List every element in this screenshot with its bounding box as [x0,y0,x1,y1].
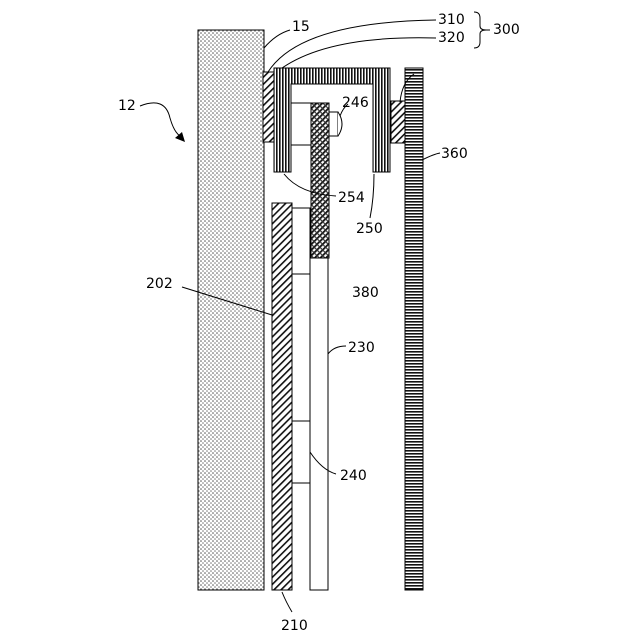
brace-300 [474,12,486,48]
leader-12 [140,103,180,136]
rod-230 [310,258,328,590]
label-320: 320 [438,30,465,46]
label-202: 202 [146,276,173,292]
arrow-12 [175,132,185,142]
inner-hanger [291,103,311,145]
label-310: 310 [438,12,465,28]
leader-250 [370,174,374,218]
plate-210 [272,203,292,590]
label-380: 380 [352,285,379,301]
label-12: 12 [118,98,136,114]
pad-right [391,101,405,143]
label-360: 360 [441,146,468,162]
hanger-stem [311,103,329,258]
label-230: 230 [348,340,375,356]
label-300: 300 [493,22,520,38]
label-240: 240 [340,468,367,484]
leader-210 [282,592,292,612]
wall-panel [198,30,264,590]
label-246: 246 [342,95,369,111]
connector-246 [329,112,338,136]
label-250: 250 [356,221,383,237]
leader-360 [422,153,440,160]
rail-bar-360 [405,68,423,590]
spacer-240 [292,421,310,483]
leader-15 [264,30,290,48]
pad-left [263,72,274,142]
label-254: 254 [338,190,365,206]
leader-230 [328,346,346,354]
spacer-upper [292,208,310,274]
label-15: 15 [292,19,310,35]
label-210: 210 [281,618,308,634]
